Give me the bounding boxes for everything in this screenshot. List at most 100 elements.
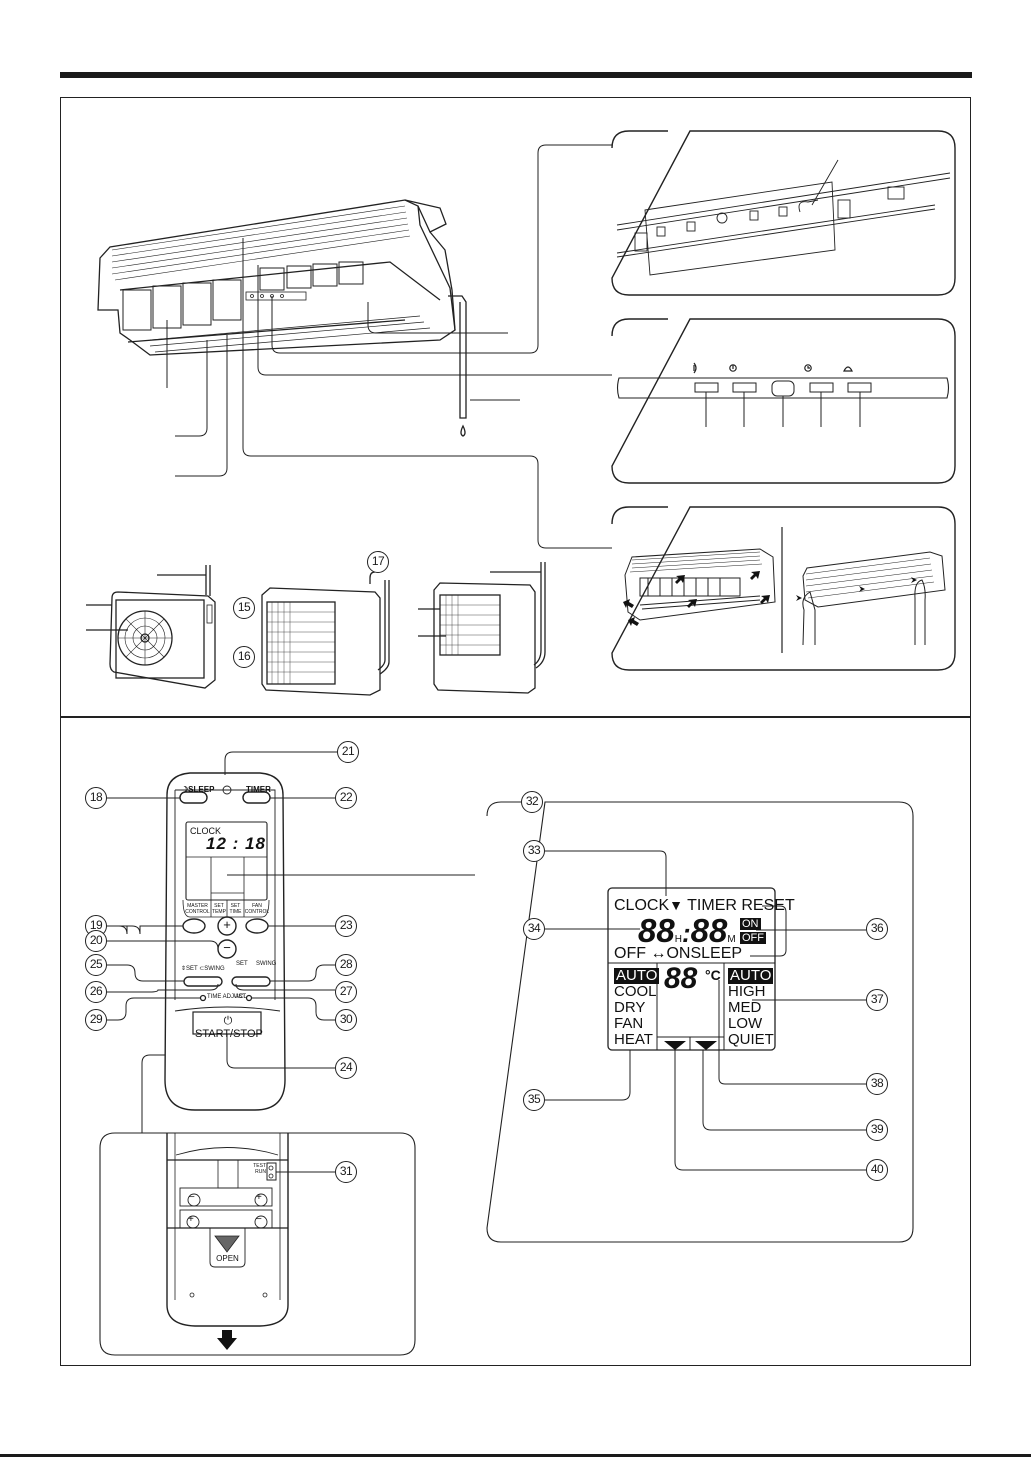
arrow-icon (790, 595, 802, 601)
mode-fan: FAN (614, 1015, 644, 1032)
outdoor-unit-grille-type-b (418, 562, 546, 694)
callout-20: 20 (85, 930, 107, 952)
temp-plus-button (217, 916, 237, 936)
lcd-sleep: SLEEP (690, 945, 743, 962)
lcd-row3: OFF ↔ONSLEEP (614, 945, 742, 963)
clock-icon (222, 785, 232, 795)
set-temp-label: SET TEMP (212, 903, 226, 915)
remote-inner-edge (174, 789, 276, 1000)
fan-quiet: QUIET (728, 1031, 774, 1048)
callout-24: 24 (335, 1057, 357, 1079)
battery-pos-2: + (188, 1214, 194, 1225)
plus-symbol[interactable]: + (223, 917, 231, 932)
acl-label: ACL (235, 994, 247, 1000)
top-right-cap (404, 199, 447, 233)
mode-cool: COOL (614, 983, 657, 1000)
open-triangle-icon (214, 1235, 240, 1253)
display-panel-border (486, 801, 914, 1243)
lcd-row3-on: ON (666, 945, 691, 962)
time-adjust-button (199, 994, 207, 1002)
lcd-m: M (727, 934, 736, 945)
mode-dry: DRY (614, 999, 646, 1016)
lcd-row3-off: OFF (614, 945, 646, 962)
set-time-label: SET TIME (229, 903, 242, 915)
test-run-label: TEST RUN (253, 1163, 266, 1175)
control-strip (245, 291, 307, 301)
swing-left-label: SWING (204, 966, 225, 972)
down-arrow-icon (664, 1041, 686, 1050)
callout-26: 26 (85, 981, 107, 1003)
callout-17: 17 (367, 551, 389, 573)
lcd-row1: CLOCK▼ TIMER RESET (614, 897, 795, 915)
callout-28: 28 (335, 954, 357, 976)
open-panel-unit (624, 548, 776, 621)
lcd-reset: RESET (741, 897, 795, 914)
callout-33: 33 (523, 840, 545, 862)
swing-right-label: SWING (256, 961, 277, 967)
front-panel-bottom (127, 319, 406, 343)
arrow-icon (687, 599, 697, 608)
leader-lines (166, 144, 612, 549)
start-stop-label[interactable]: ⏻ START/STOP (195, 1015, 263, 1040)
lcd-h: H (674, 934, 682, 945)
arrow-icon (853, 586, 865, 592)
sleep-text: SLEEP (188, 785, 215, 794)
mode-auto: AUTO (614, 967, 660, 984)
fan-auto: AUTO (728, 967, 774, 984)
display-leaders (545, 850, 866, 1171)
callout-35: 35 (523, 1089, 545, 1111)
timer-icon (804, 364, 812, 372)
lcd-time: 88H:88M (638, 912, 736, 950)
lcd-hours: 88 (638, 912, 675, 949)
callout-27: 27 (335, 981, 357, 1003)
down-arrow-icon (695, 1041, 717, 1050)
master-control-label: MASTER CONTROL (185, 903, 210, 915)
slide-down-arrow-icon (217, 1330, 237, 1350)
battery-1 (179, 1187, 273, 1207)
lcd-frame (607, 887, 776, 1051)
fan-control-label: FAN CONTROL (244, 903, 270, 915)
callout-39: 39 (866, 1119, 888, 1141)
arrow-icon (905, 577, 917, 583)
arrow-icon (750, 571, 760, 580)
callout-16: 16 (233, 646, 255, 668)
lcd-temp-unit: °C (705, 967, 721, 983)
lcd-arrow: ↔ (650, 945, 667, 962)
callout-34: 34 (523, 918, 545, 940)
diagram-frame (60, 97, 971, 1366)
header-rule (60, 72, 972, 78)
footer-rule (0, 1454, 1031, 1457)
arrow-icon (623, 599, 634, 608)
minus-symbol[interactable]: − (223, 940, 231, 955)
push-arrows (623, 571, 770, 626)
vertical-swing-labels: ⇕SET ⊂SWING (181, 965, 225, 972)
lcd-off: OFF (740, 932, 766, 944)
air-filters (122, 261, 364, 331)
fan-icon (843, 366, 853, 372)
mode-list: AUTO COOL DRY FAN HEAT (614, 967, 660, 1048)
remote-body (164, 772, 286, 1111)
power-icon (729, 364, 737, 372)
callout-25: 25 (85, 954, 107, 976)
panel-b-border (611, 318, 956, 484)
callout-29: 29 (85, 1009, 107, 1031)
section-divider (60, 716, 971, 718)
button-leaders (705, 392, 861, 427)
timer-label: TIMER (246, 785, 271, 794)
front-lower-edge (119, 261, 441, 301)
callout-30: 30 (335, 1009, 357, 1031)
top-grille (111, 205, 411, 281)
remote-clock-label: CLOCK (190, 826, 222, 836)
battery-neg-2: − (256, 1214, 262, 1225)
arrow-icon (760, 595, 770, 604)
callout-37: 37 (866, 989, 888, 1011)
lcd-temp: 88 (664, 962, 698, 995)
remote-screen (185, 821, 268, 901)
outdoor-unit-fan-type (86, 565, 216, 689)
set-right-label: SET (236, 961, 248, 967)
callout-22: 22 (335, 787, 357, 809)
